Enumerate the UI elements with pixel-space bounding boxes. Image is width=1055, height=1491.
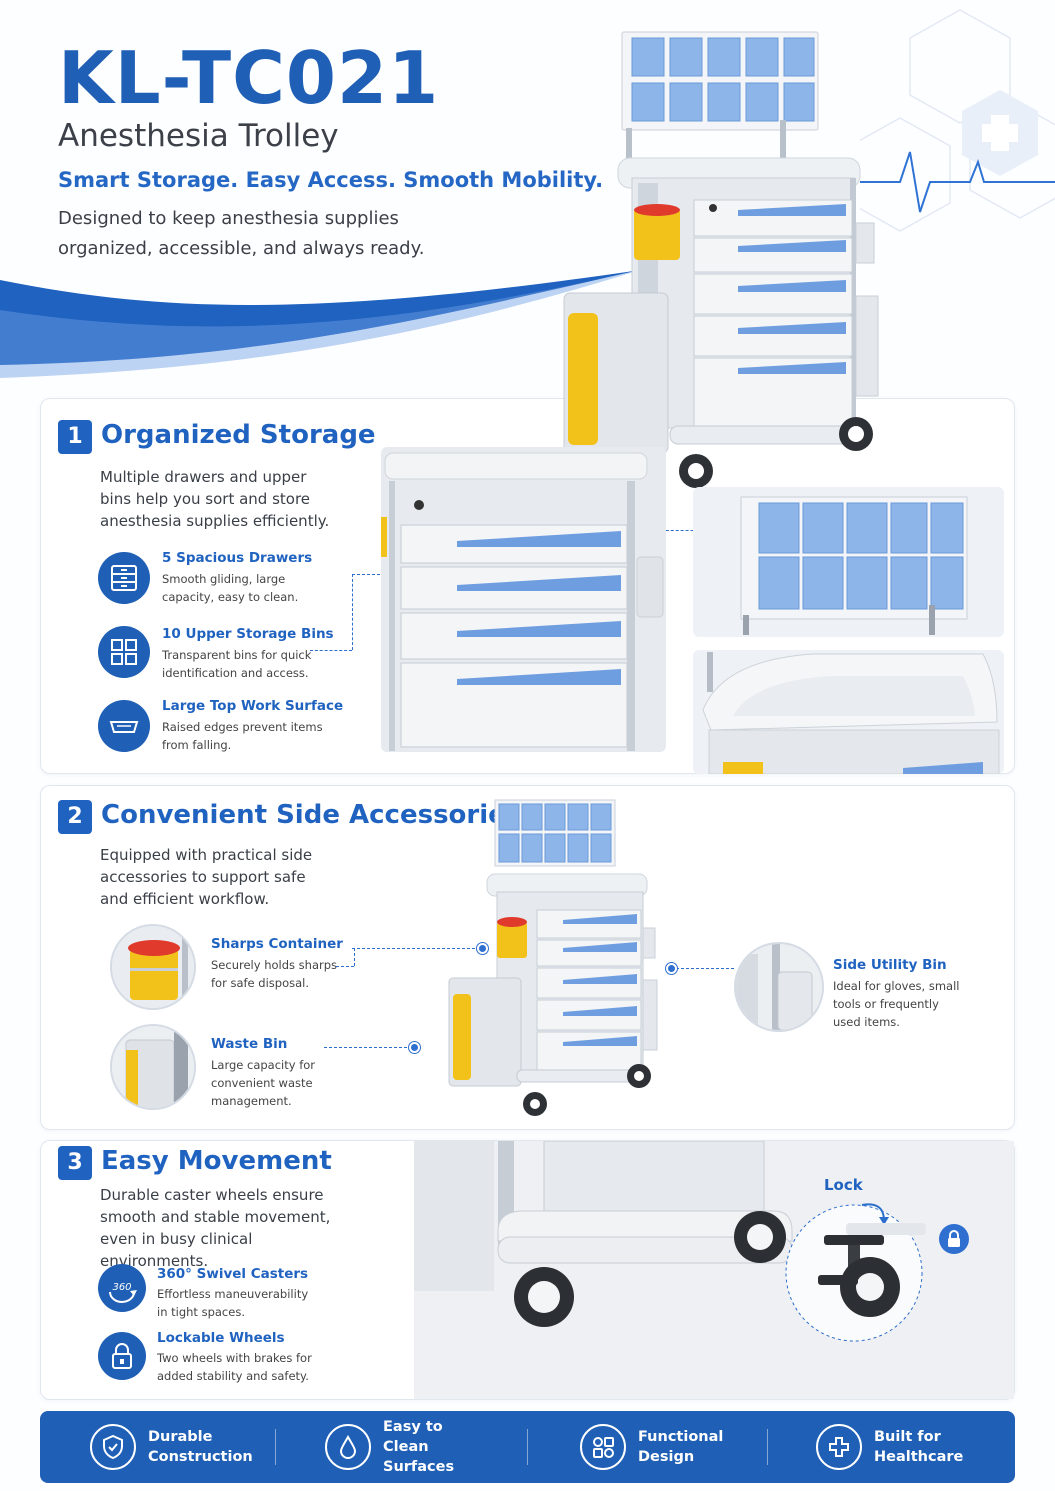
feature-title: 10 Upper Storage Bins <box>162 626 334 642</box>
modules-icon <box>580 1424 626 1470</box>
feature-text: Raised edges prevent items from falling. <box>162 720 323 752</box>
sharps-container-image <box>110 924 196 1010</box>
product-subtitle: Anesthesia Trolley <box>58 118 339 154</box>
footer-item: Easy to Clean Surfaces <box>325 1411 493 1483</box>
callout-line <box>656 530 728 531</box>
lock-badge-icon <box>939 1224 969 1254</box>
feature-footer-bar: Durable Construction Easy to Clean Surfa… <box>40 1411 1015 1483</box>
trolley-accessories-image <box>448 799 658 1116</box>
footer-divider <box>767 1429 768 1465</box>
feature-title: Side Utility Bin <box>833 957 947 973</box>
tray-icon <box>98 700 150 752</box>
shield-check-icon <box>90 1424 136 1470</box>
footer-label: Easy to Clean Surfaces <box>383 1419 455 1475</box>
drawers-closeup-image <box>381 447 666 752</box>
footer-item: Functional Design <box>580 1411 748 1483</box>
side-utility-bin-image <box>734 942 824 1032</box>
footer-label: Built for Healthcare <box>874 1429 964 1465</box>
tagline: Smart Storage. Easy Access. Smooth Mobil… <box>58 168 604 192</box>
callout-dot <box>409 1042 420 1053</box>
blue-swoosh <box>0 270 640 378</box>
feature-title: 360° Swivel Casters <box>157 1266 309 1282</box>
feature-title: Waste Bin <box>211 1036 288 1052</box>
header-description: Designed to keep anesthesia supplies org… <box>58 208 425 259</box>
medical-cross-icon <box>816 1424 862 1470</box>
medical-cross-icon <box>962 90 1038 176</box>
section-title: Organized Storage <box>101 420 376 450</box>
hero-trolley-image <box>563 31 879 488</box>
work-surface-closeup-image <box>693 650 1004 774</box>
upper-bins-closeup-image <box>693 487 1004 637</box>
footer-label: Durable Construction <box>148 1429 253 1465</box>
feature-text: Ideal for gloves, small tools or frequen… <box>833 979 960 1029</box>
feature-text: Two wheels with brakes for added stabili… <box>157 1351 312 1383</box>
drawers-icon <box>98 552 150 604</box>
section-description: Durable caster wheels ensure smooth and … <box>100 1186 331 1270</box>
footer-item: Built for Healthcare <box>816 1411 984 1483</box>
lock-icon <box>98 1332 146 1380</box>
callout-line <box>352 574 353 650</box>
section-number: 1 <box>58 420 92 454</box>
swivel-360-icon: 360 <box>98 1264 146 1312</box>
section-title: Convenient Side Accessories <box>101 800 522 830</box>
section-title: Easy Movement <box>101 1146 332 1176</box>
waste-bin-image <box>110 1024 196 1110</box>
feature-text: Large capacity for convenient waste mana… <box>211 1058 316 1108</box>
feature-title: Lockable Wheels <box>157 1330 285 1346</box>
section-number: 3 <box>58 1146 92 1180</box>
heartbeat-line <box>860 151 1055 213</box>
section-description: Multiple drawers and upper bins help you… <box>100 468 330 530</box>
callout-line <box>676 968 734 969</box>
grid-bins-icon <box>98 626 150 678</box>
hexagon-background <box>860 9 1055 232</box>
footer-item: Durable Construction <box>90 1411 258 1483</box>
feature-text: Smooth gliding, large capacity, easy to … <box>162 572 299 604</box>
feature-text: Securely holds sharps for safe disposal. <box>211 958 338 990</box>
callout-dot <box>666 963 677 974</box>
feature-title: Large Top Work Surface <box>162 698 344 714</box>
footer-divider <box>527 1429 528 1465</box>
feature-title: Sharps Container <box>211 936 343 952</box>
section-number: 2 <box>58 800 92 834</box>
swivel-badge: 360 <box>112 1282 131 1293</box>
callout-line <box>336 966 354 967</box>
droplet-icon <box>325 1424 371 1470</box>
footer-label: Functional Design <box>638 1429 724 1465</box>
callout-line <box>354 948 355 966</box>
model-number: KL-TC021 <box>58 36 440 120</box>
feature-text: Transparent bins for quick identificatio… <box>162 648 312 680</box>
callout-dot <box>477 943 488 954</box>
footer-divider <box>275 1429 276 1465</box>
casters-photo <box>414 1141 1014 1399</box>
feature-title: 5 Spacious Drawers <box>162 550 313 566</box>
feature-text: Effortless maneuverability in tight spac… <box>157 1287 309 1319</box>
callout-line <box>310 650 352 651</box>
lock-label: Lock <box>824 1176 863 1194</box>
callout-line <box>352 948 480 949</box>
callout-line <box>324 1047 412 1048</box>
section-description: Equipped with practical side accessories… <box>100 846 313 908</box>
